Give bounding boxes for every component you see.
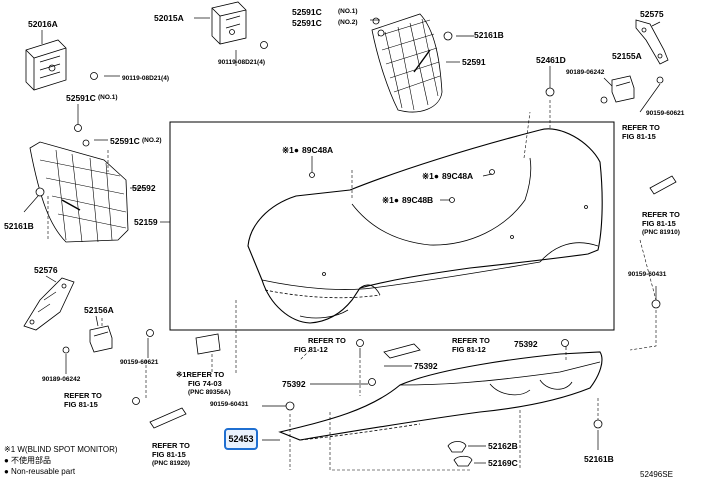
marker-89C48A-a: ※1● <box>282 145 299 155</box>
refer-callout-lamp-right: REFER TO FIG 81-12 <box>452 336 490 354</box>
part-label-89C48B: 89C48B <box>402 195 434 205</box>
refer-line: FIG 74-03 <box>188 379 222 388</box>
refer-line: FIG 81-12 <box>452 345 486 354</box>
refer-callout-left: REFER TO FIG 81-15 <box>64 391 102 409</box>
part-label-52591C-top-no2: (NO.2) <box>338 19 358 26</box>
refer-line: REFER TO <box>452 336 490 345</box>
part-label-89C48A-a: 89C48A <box>302 145 334 155</box>
refer-line: REFER TO <box>64 391 102 400</box>
part-label-90119-b: 90119-08D21(4) <box>218 59 265 66</box>
refer-line: FIG 81-15 <box>622 132 656 141</box>
part-label-52591C-left-no1: (NO.1) <box>98 94 118 101</box>
part-label-52169C: 52169C <box>488 458 518 468</box>
refer-callout-right-top: REFER TO FIG 81-15 <box>622 123 660 141</box>
legend-non-reusable-jp: ● 不使用部品 <box>4 456 52 465</box>
refer-line: FIG 81-15 <box>642 219 676 228</box>
legend-bsm-note: ※1 W(BLIND SPOT MONITOR) <box>4 445 118 454</box>
retainer-52156A-drawing <box>89 325 113 353</box>
bracket-52016A-drawing <box>25 39 67 91</box>
clip-52162B-drawing <box>447 441 467 453</box>
part-label-52576: 52576 <box>34 265 58 275</box>
fasteners <box>35 17 664 429</box>
liner-52592-drawing <box>29 141 129 243</box>
part-label-90159-mid: 90159-60621 <box>120 359 159 366</box>
part-label-75392-a: 75392 <box>514 339 538 349</box>
refer-callout-right-reflector: REFER TO FIG 81-15 (PNC 81910) <box>642 210 680 237</box>
refer-line: FIG 81-12 <box>294 345 328 354</box>
part-label-52591C-left2: 52591C <box>110 136 140 146</box>
refer-line: REFER TO <box>642 210 680 219</box>
bumper-group-frame <box>169 121 615 331</box>
part-label-90189-top: 90189-06242 <box>566 69 605 76</box>
part-label-90189-left: 90189-06242 <box>42 376 81 383</box>
part-label-52575: 52575 <box>640 9 664 19</box>
liner-52591-drawing <box>371 13 443 113</box>
part-label-52161B-top: 52161B <box>474 30 504 40</box>
refer-line: FIG 81-15 <box>64 400 98 409</box>
bracket-52576-drawing <box>23 277 75 331</box>
leader-lines <box>23 17 661 464</box>
part-label-75392-b: 75392 <box>414 361 438 371</box>
part-label-52453-highlighted[interactable]: 52453 <box>224 428 258 450</box>
refer-line: FIG 81-15 <box>152 450 186 459</box>
part-label-52461D: 52461D <box>536 55 566 65</box>
legend-non-reusable-en: ● Non-reusable part <box>4 467 76 476</box>
part-label-90159-60431-mid: 90159-60431 <box>210 401 249 408</box>
part-label-52591C-top-no1: (NO.1) <box>338 8 358 15</box>
part-label-52591C-top: 52591C <box>292 7 322 17</box>
part-label-52159: 52159 <box>134 217 158 227</box>
marker-lamp-drawing <box>383 343 421 359</box>
part-label-52592: 52592 <box>132 183 156 193</box>
retainer-52155A-drawing <box>611 75 635 103</box>
part-label-52591C-left: 52591C <box>66 93 96 103</box>
refer-pnc: (PNC 89356A) <box>188 389 231 396</box>
refer-line: ※1REFER TO <box>176 370 225 379</box>
part-label-90159-60431-right: 90159-60431 <box>628 271 667 278</box>
marker-89C48A-b: ※1● <box>422 171 439 181</box>
refer-pnc: (PNC 81920) <box>152 460 190 467</box>
part-label-89C48A-b: 89C48A <box>442 171 474 181</box>
clip-52169C-drawing <box>453 455 473 467</box>
reflector-right-drawing <box>649 175 677 195</box>
part-label-52591C-left2-no2: (NO.2) <box>142 137 162 144</box>
refer-callout-bsm: ※1REFER TO FIG 74-03 (PNC 89356A) <box>176 370 231 397</box>
lower-diffuser-drawing <box>278 351 603 441</box>
refer-pnc: (PNC 81910) <box>642 229 680 236</box>
part-label-52016A: 52016A <box>28 19 58 29</box>
part-label-75392-c: 75392 <box>282 379 306 389</box>
part-label-52155A: 52155A <box>612 51 642 61</box>
sensor-plate-drawing <box>195 333 221 355</box>
part-label-90159-top: 90159-60621 <box>646 110 685 117</box>
reflector-left-drawing <box>149 407 187 429</box>
refer-callout-lamp-left: REFER TO FIG 81-12 <box>294 336 346 354</box>
refer-line: REFER TO <box>308 336 346 345</box>
part-label-52591C-top-b: 52591C <box>292 18 322 28</box>
dashed-guides <box>47 100 657 471</box>
bracket-52575-drawing <box>635 19 669 65</box>
refer-line: REFER TO <box>622 123 660 132</box>
refer-callout-left-reflector: REFER TO FIG 81-15 (PNC 81920) <box>152 441 190 468</box>
part-label-52156A: 52156A <box>84 305 114 315</box>
marker-89C48B: ※1● <box>382 195 399 205</box>
bumper-cover-drawing <box>247 128 603 324</box>
part-label-52162B: 52162B <box>488 441 518 451</box>
bracket-52015A-drawing <box>211 1 247 45</box>
part-label-52161B-bottom: 52161B <box>584 454 614 464</box>
refer-line: REFER TO <box>152 441 190 450</box>
part-label-52015A: 52015A <box>154 13 184 23</box>
part-label-52591: 52591 <box>462 57 486 67</box>
part-label-90119-a: 90119-08D21(4) <box>122 75 169 82</box>
part-label-52161B-left: 52161B <box>4 221 34 231</box>
figure-id: 52496SE <box>640 470 673 479</box>
